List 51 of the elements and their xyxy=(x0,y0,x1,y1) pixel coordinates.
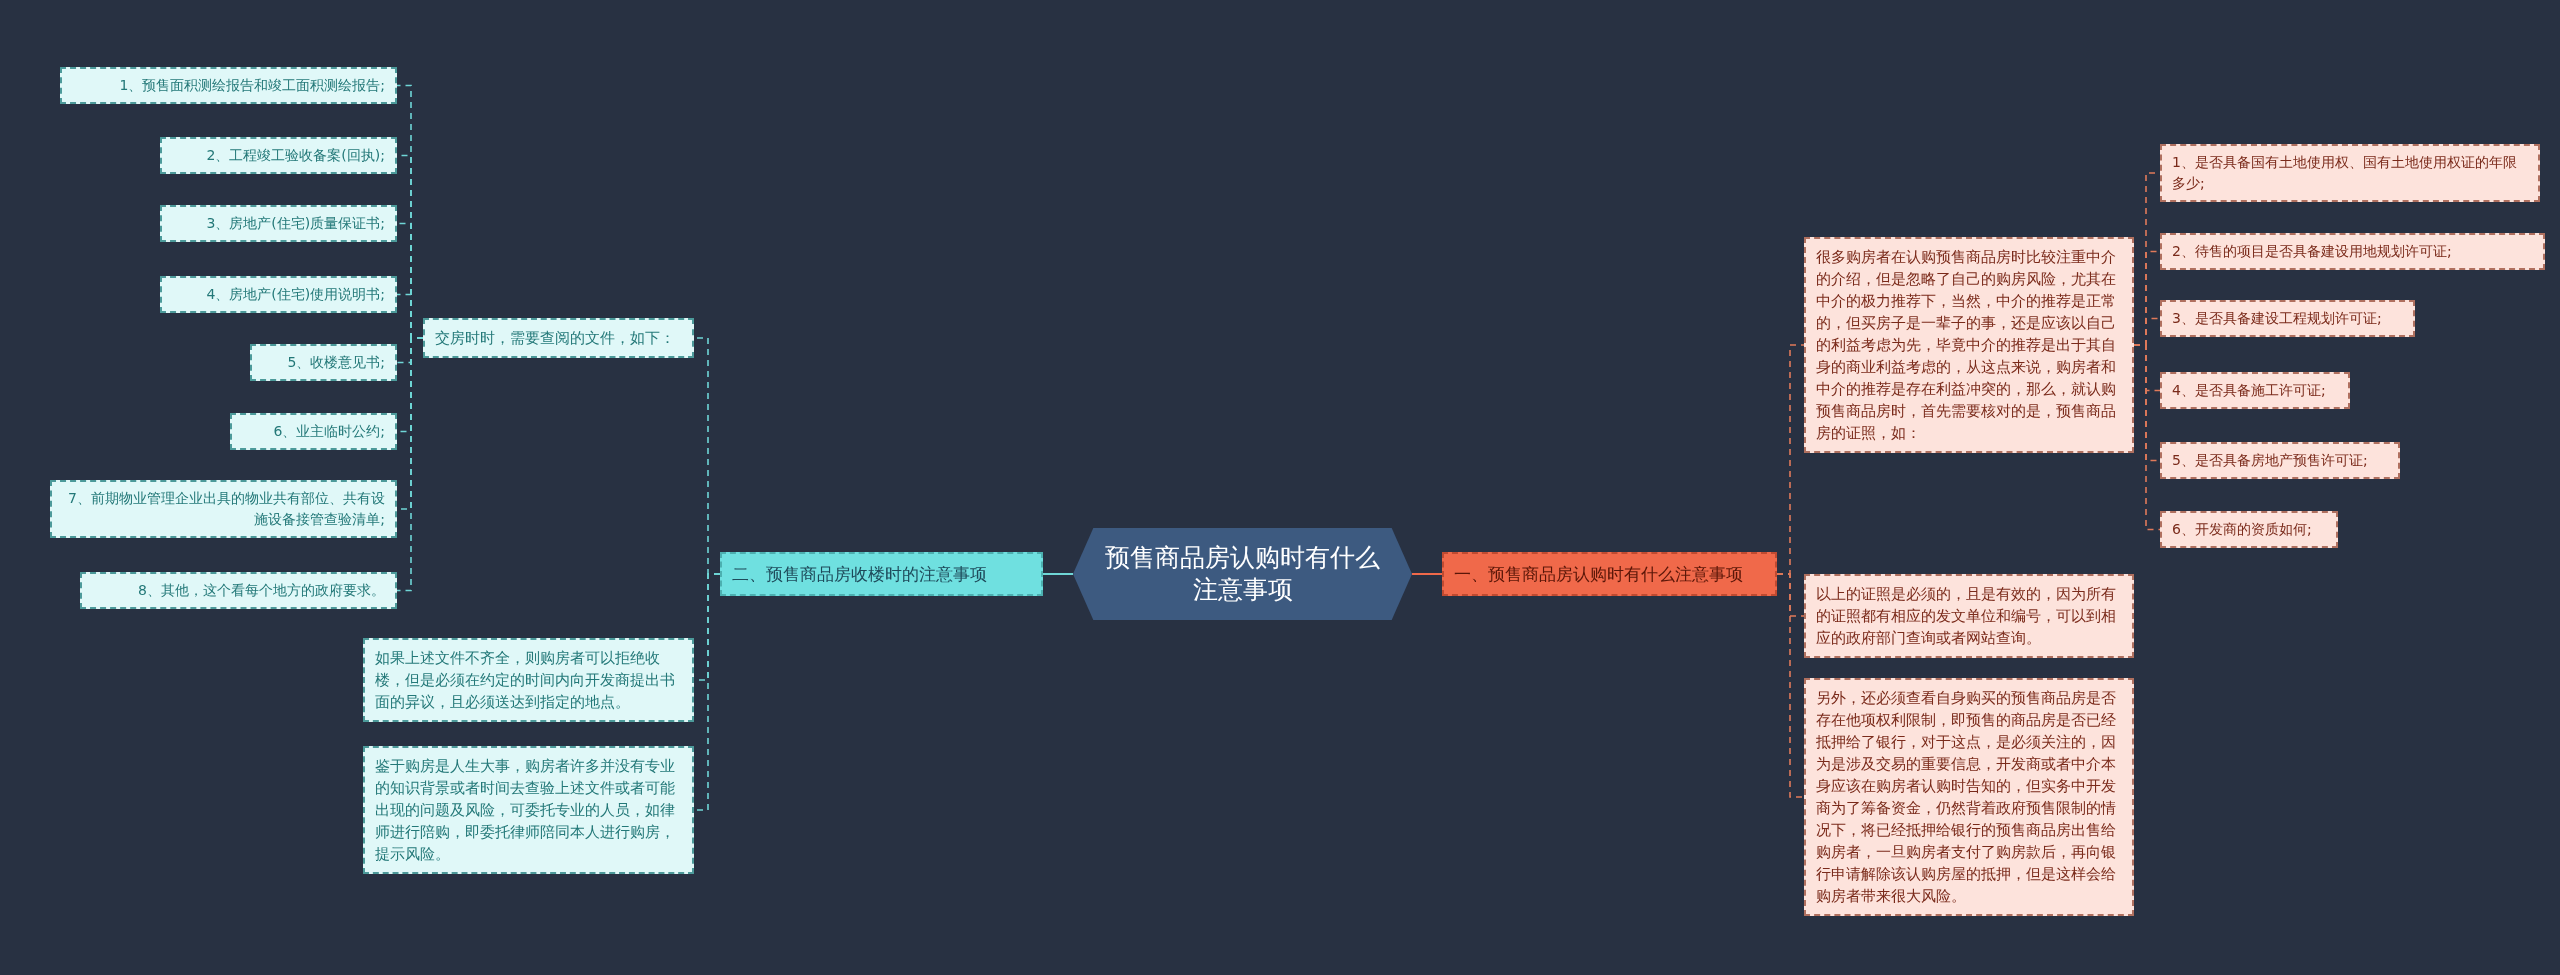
topic-box xyxy=(230,412,397,450)
topic-box xyxy=(2160,299,2415,337)
central-topic xyxy=(1073,528,1412,620)
subtopic-box xyxy=(1804,237,2134,453)
topic-box xyxy=(2160,510,2338,548)
connector-line xyxy=(1776,573,1805,798)
branch-topic xyxy=(1442,552,1777,596)
subtopic-box xyxy=(363,746,694,874)
topic-text: 6、业主临时公约; xyxy=(272,421,385,441)
subtopic-box xyxy=(363,638,694,722)
connector-line xyxy=(1042,573,1074,575)
topic-text: 1、是否具备国有土地使用权、国有土地使用权证的年限多少; xyxy=(2172,153,2518,193)
topic-text: 5、收楼意见书; xyxy=(286,352,385,372)
topic-text: 1、预售面积测绘报告和竣工面积测绘报告; xyxy=(118,75,385,95)
connector-line xyxy=(2133,344,2161,531)
topic-box xyxy=(2160,232,2545,270)
topic-box xyxy=(60,66,397,104)
topic-box xyxy=(50,480,397,538)
connector-line xyxy=(396,337,424,592)
subtopic-box xyxy=(1804,678,2134,916)
topic-title: 预售商品房认购时有什么注意事项 xyxy=(1104,542,1381,606)
topic-text: 2、待售的项目是否具备建设用地规划许可证; xyxy=(2172,241,2453,261)
topic-box xyxy=(2160,144,2540,202)
topic-box xyxy=(2160,441,2400,479)
topic-box xyxy=(160,136,397,174)
connector-line xyxy=(1411,573,1443,575)
topic-text: 2、工程竣工验收备案(回执); xyxy=(205,145,385,165)
topic-text: 6、开发商的资质如何; xyxy=(2172,519,2313,539)
topic-text: 8、其他，这个看每个地方的政府要求。 xyxy=(137,580,385,600)
subtopic-box xyxy=(423,318,694,358)
topic-text: 二、预售商品房收楼时的注意事项 xyxy=(732,563,988,586)
branch-topic xyxy=(720,552,1043,596)
topic-text: 4、房地产(住宅)使用说明书; xyxy=(205,284,385,304)
topic-text: 4、是否具备施工许可证; xyxy=(2172,380,2327,400)
topic-text: 5、是否具备房地产预售许可证; xyxy=(2172,450,2369,470)
topic-box xyxy=(160,204,397,242)
topic-text: 7、前期物业管理企业出具的物业共有部位、共有设施设备接管查验清单; xyxy=(67,489,385,529)
topic-box xyxy=(2160,371,2350,409)
topic-text: 如果上述文件不齐全，则购房者可以拒绝收楼，但是必须在约定的时间内向开发商提出书面的异议，且必须送达到指定的地点。 xyxy=(375,649,676,712)
subtopic-box xyxy=(1804,574,2134,658)
topic-text: 以上的证照是必须的，且是有效的，因为所有的证照都有相应的发文单位和编号，可以到相应的政府部门查询或者网站查询。 xyxy=(1816,585,2117,648)
topic-text: 鉴于购房是人生大事，购房者许多并没有专业的知识背景或者时间去查验上述文件或者可能出现的问题及风险，可委托专业的人员，如律师进行陪购，即委托律师陪同本人进行购房，提示风险。 xyxy=(375,757,676,864)
topic-text: 3、房地产(住宅)质量保证书; xyxy=(205,213,385,233)
topic-text: 一、预售商品房认购时有什么注意事项 xyxy=(1454,563,1744,586)
topic-text: 另外，还必须查看自身购买的预售商品房是否存在他项权利限制，即预售的商品房是否已经抵押给了银行，对于这点，是必须关注的，因为是涉及交易的重要信息，开发商或者中介本身应该在购房者认购时告知的，但实务中开发商为了筹备资金，仍然背着政府预售限制的情况下，将已经抵押给银行的预售商品房出售给购房者，一旦购房者支付了购房款后，再向银行申请解除该认购房屋的抵押，但是这样会给购房者带来很大风险。 xyxy=(1816,689,2117,906)
topic-box xyxy=(80,571,397,609)
topic-box xyxy=(250,343,397,381)
topic-text: 3、是否具备建设工程规划许可证; xyxy=(2172,308,2383,328)
topic-box xyxy=(160,275,397,313)
topic-text: 很多购房者在认购预售商品房时比较注重中介的介绍，但是忽略了自己的购房风险，尤其在中介的极力推荐下，当然，中介的推荐是正常的，但买房子是一辈子的事，还是应该以自己的利益考虑为先，毕竟中介的推荐是出于其自身的商业利益考虑的，从这点来说，购房者和中介的推荐是存在利益冲突的，那么，就认购预售商品房时，首先需要核对的是，预售商品房的证照，如： xyxy=(1816,248,2117,443)
topic-text: 交房时时，需要查阅的文件，如下： xyxy=(435,329,676,348)
